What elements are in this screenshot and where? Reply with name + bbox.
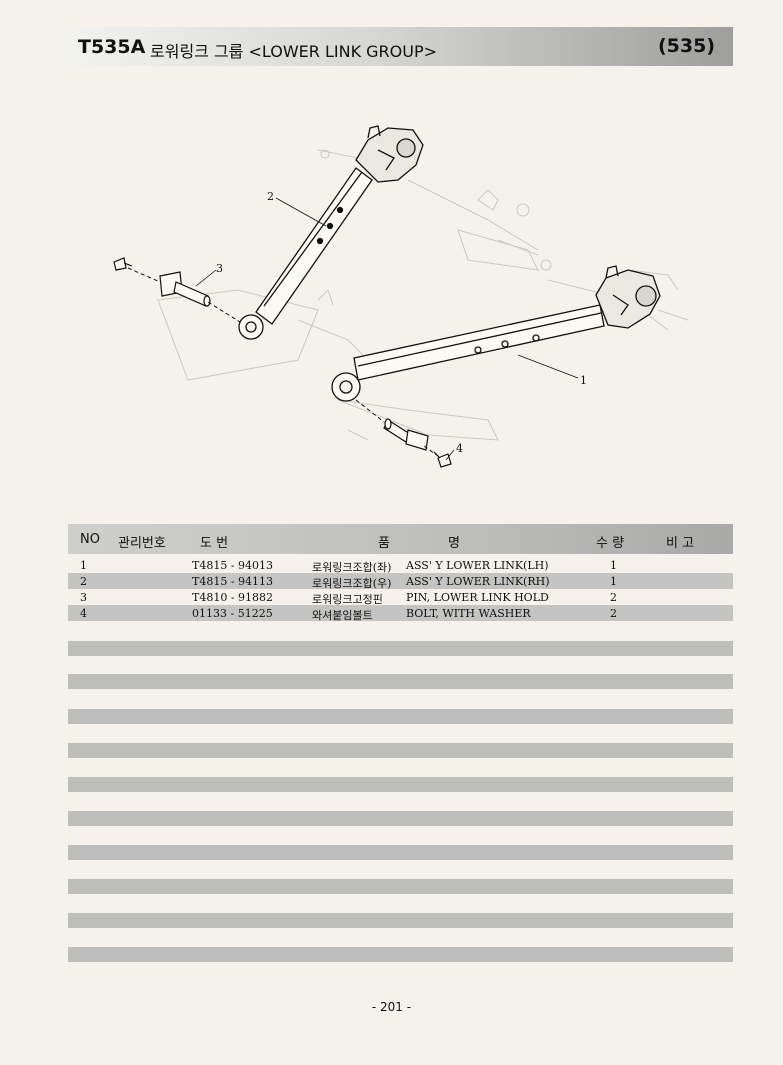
row-part-no: 01133 - 51225 <box>192 607 273 620</box>
row-name-en: PIN, LOWER LINK HOLD <box>406 591 549 604</box>
empty-row-band <box>68 674 733 689</box>
lower-link-lh <box>238 125 424 340</box>
row-name-ko: 로워링크고정핀 <box>312 593 383 606</box>
parts-table: NO 관리번호 도 번 품 명 수 량 비 고 1 T4815 - 94013 … <box>68 524 733 962</box>
header-name-1: 품 <box>378 536 390 551</box>
row-qty: 1 <box>610 575 617 588</box>
row-qty: 2 <box>610 591 617 604</box>
table-row: 2 T4815 - 94113 로워링크조합(우) ASS' Y LOWER L… <box>68 573 733 590</box>
row-name-en: ASS' Y LOWER LINK(LH) <box>406 559 549 572</box>
row-qty: 2 <box>610 607 617 620</box>
group-page-ref: (535) <box>657 35 715 57</box>
row-no: 2 <box>80 575 87 588</box>
row-name-ko: 와셔붙임볼트 <box>312 609 373 622</box>
bolt-lower <box>433 451 452 468</box>
empty-row-band <box>68 743 733 758</box>
bolt-upper <box>113 257 133 271</box>
empty-row-band <box>68 879 733 894</box>
empty-row-band <box>68 913 733 928</box>
empty-row-band <box>68 777 733 792</box>
table-row: 4 01133 - 51225 와셔붙임볼트 BOLT, WITH WASHER… <box>68 605 733 622</box>
callout-3: 3 <box>216 262 223 275</box>
header-mgmt-no: 관리번호 <box>118 536 166 551</box>
row-name-en: ASS' Y LOWER LINK(RH) <box>406 575 550 588</box>
lower-link-pin-lower <box>383 418 429 451</box>
callout-1: 1 <box>580 374 587 387</box>
header-band: T535A 로워링크 그룹 <LOWER LINK GROUP> (535) <box>68 27 733 66</box>
parts-table-body: 1 T4815 - 94013 로워링크조합(좌) ASS' Y LOWER L… <box>68 557 733 622</box>
empty-row-band <box>68 709 733 724</box>
row-part-no: T4810 - 91882 <box>192 591 274 604</box>
row-name-ko: 로워링크조합(좌) <box>312 561 392 574</box>
exploded-parts-diagram: 1 2 3 4 <box>113 125 689 468</box>
header-part-no: 도 번 <box>200 536 229 551</box>
empty-row-band <box>68 811 733 826</box>
row-no: 4 <box>80 607 87 620</box>
group-title: 로워링크 그룹 <LOWER LINK GROUP> <box>150 42 438 61</box>
header-qty: 수 량 <box>596 536 625 551</box>
empty-row-band <box>68 641 733 656</box>
row-part-no: T4815 - 94113 <box>192 575 274 588</box>
row-part-no: T4815 - 94013 <box>192 559 274 572</box>
table-row: 3 T4810 - 91882 로워링크고정핀 PIN, LOWER LINK … <box>68 589 733 606</box>
row-name-ko: 로워링크조합(우) <box>312 577 392 590</box>
header-no: NO <box>80 532 100 547</box>
empty-row-band <box>68 845 733 860</box>
header-remark: 비 고 <box>666 536 695 551</box>
callout-4: 4 <box>456 442 463 455</box>
row-no: 3 <box>80 591 87 604</box>
header-name-2: 명 <box>448 536 460 551</box>
row-no: 1 <box>80 559 87 572</box>
lower-link-rh <box>331 265 661 402</box>
parts-table-header: NO 관리번호 도 번 품 명 수 량 비 고 <box>68 524 733 554</box>
row-qty: 1 <box>610 559 617 572</box>
empty-row-band <box>68 947 733 962</box>
leader-lines <box>195 197 579 461</box>
page-number: - 201 - <box>371 1000 412 1014</box>
callout-2: 2 <box>267 190 274 203</box>
lower-link-pin-upper <box>159 271 211 307</box>
row-name-en: BOLT, WITH WASHER <box>406 607 531 620</box>
table-row: 1 T4815 - 94013 로워링크조합(좌) ASS' Y LOWER L… <box>68 557 733 574</box>
group-code: T535A <box>78 36 146 58</box>
